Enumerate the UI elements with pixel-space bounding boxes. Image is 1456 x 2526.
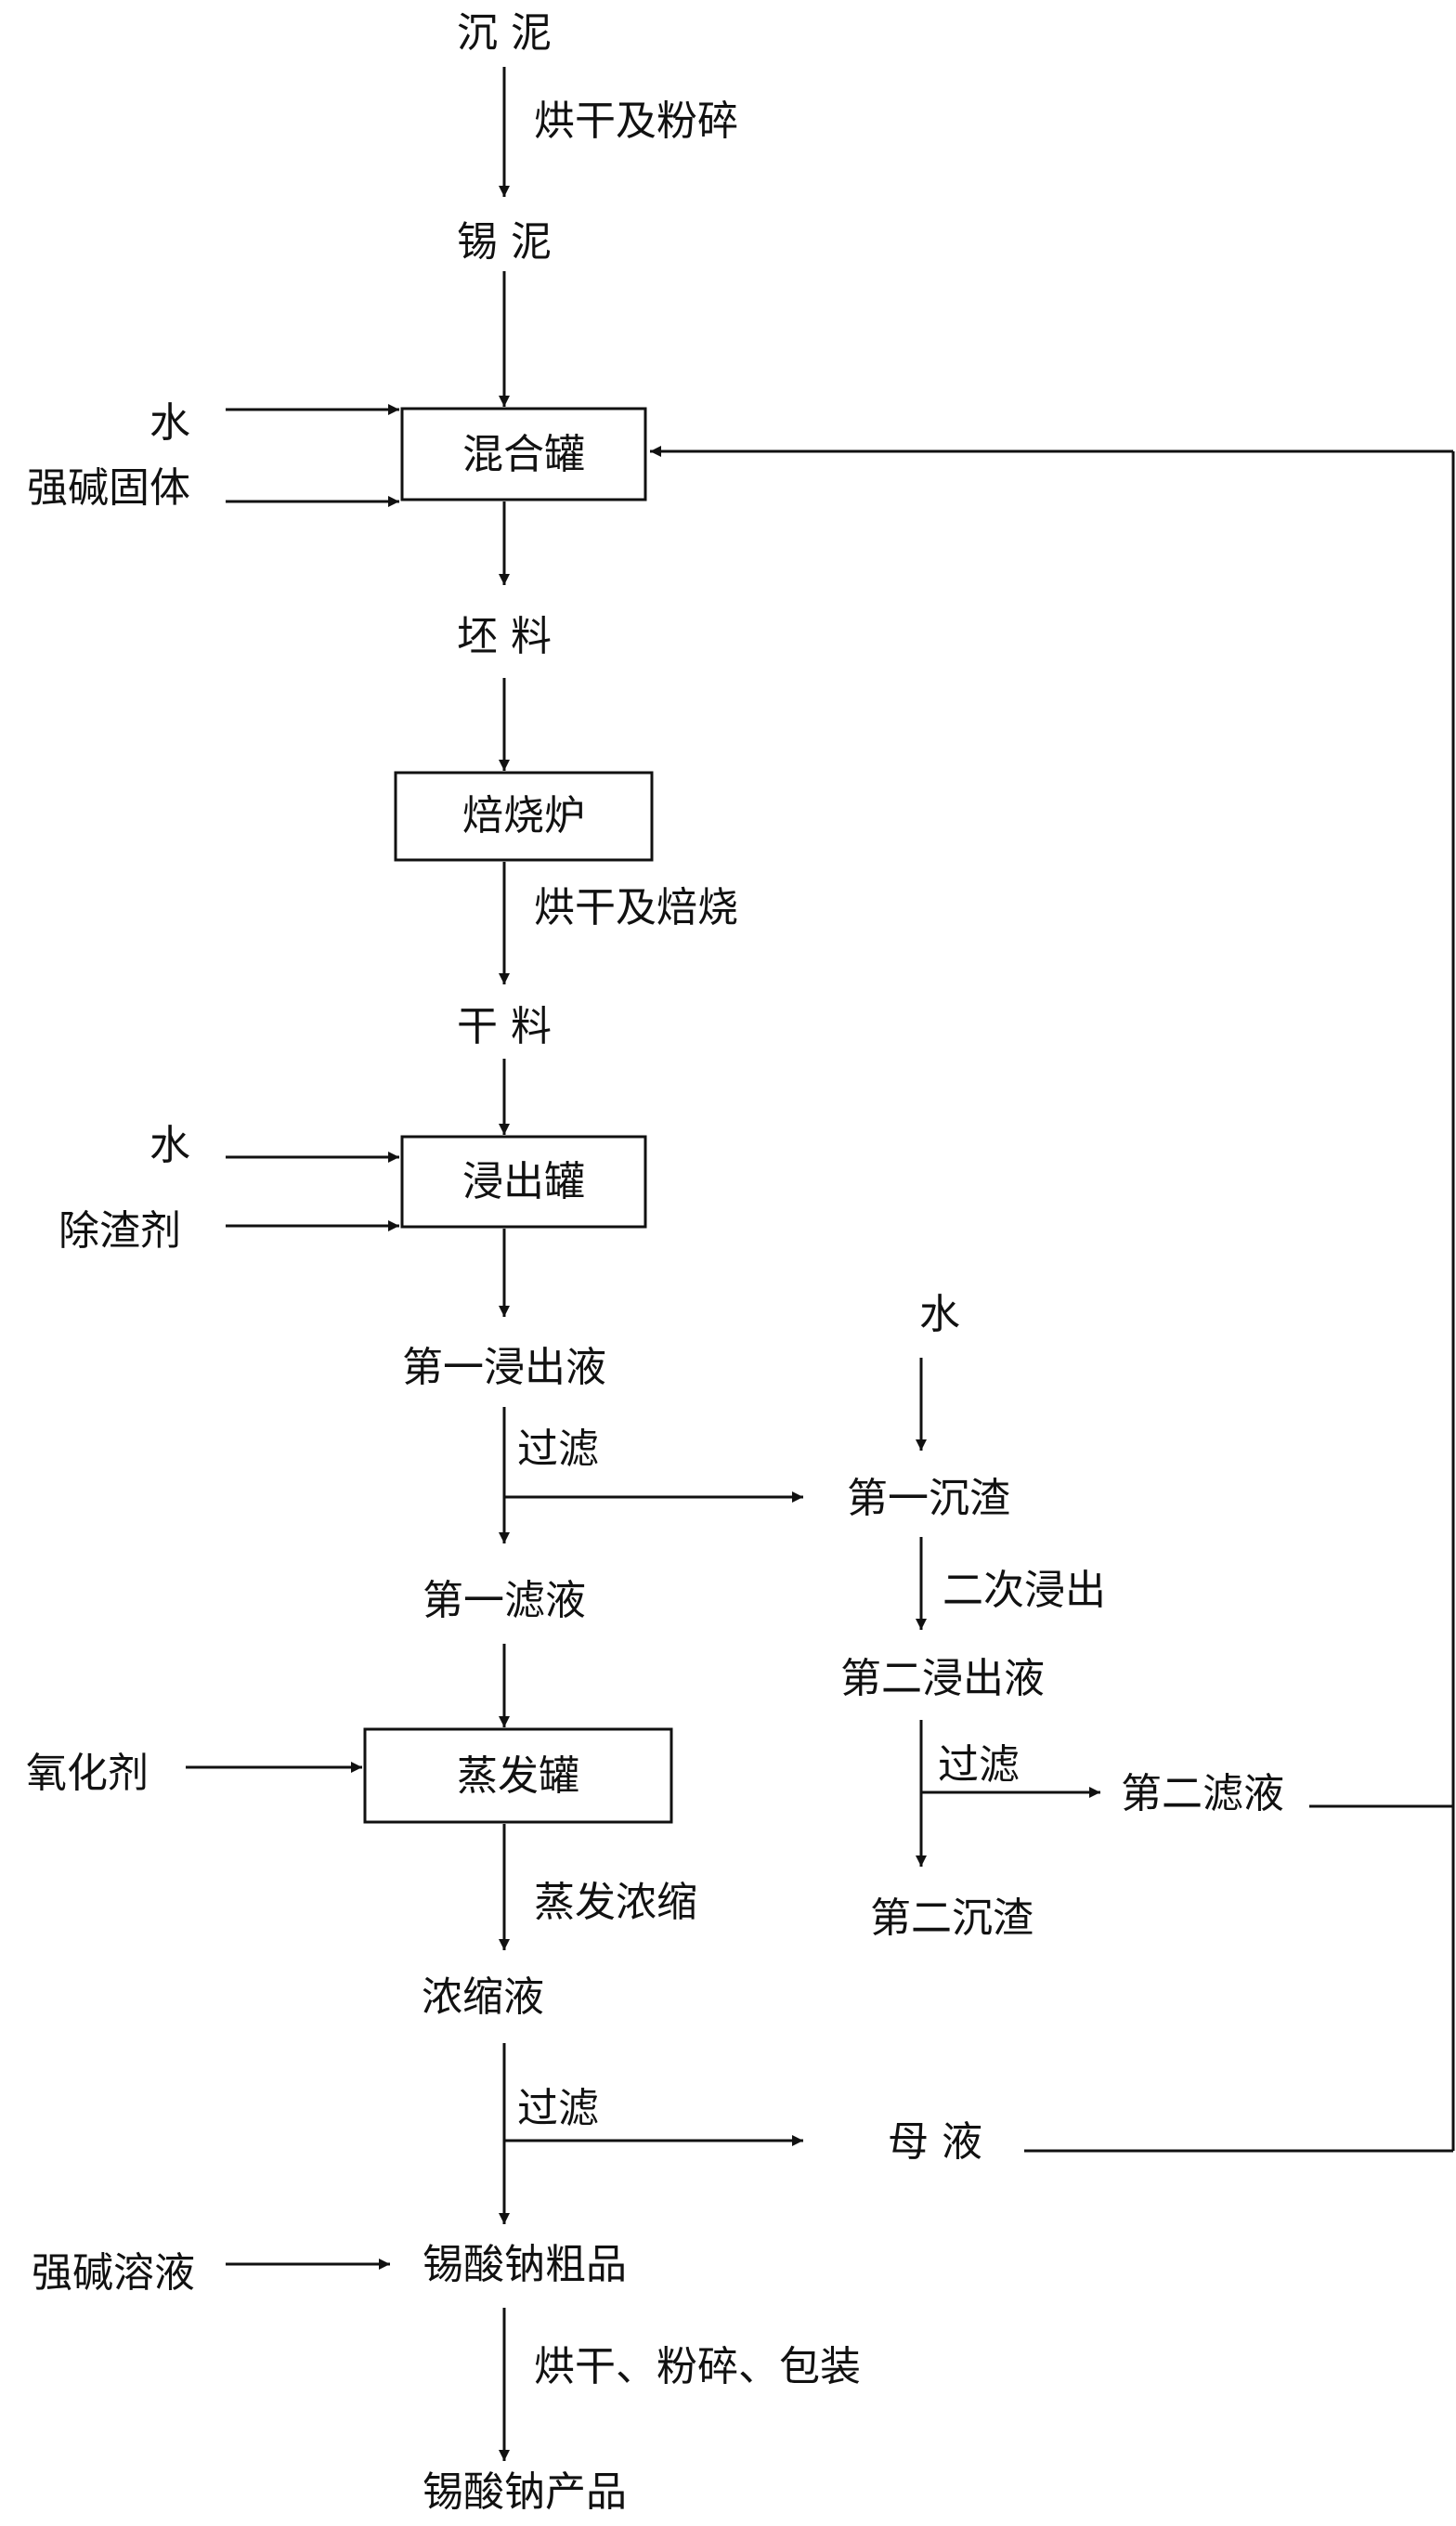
node-second-leachate: 第二浸出液 bbox=[840, 1655, 1045, 1702]
input-water-1: 水 bbox=[150, 399, 190, 447]
roaster-box bbox=[394, 771, 654, 862]
leach-tank-box bbox=[400, 1135, 647, 1229]
node-final-product: 锡酸钠产品 bbox=[422, 2468, 627, 2516]
mix-tank-box bbox=[400, 407, 647, 501]
node-leach-tank: 浸出罐 bbox=[462, 1158, 585, 1205]
node-sludge: 沉 泥 bbox=[457, 9, 552, 57]
node-crude-product: 锡酸钠粗品 bbox=[422, 2241, 627, 2288]
step-filter-3: 过滤 bbox=[517, 2085, 599, 2132]
step-finish: 烘干、粉碎、包装 bbox=[534, 2343, 861, 2390]
node-first-leachate: 第一浸出液 bbox=[402, 1344, 606, 1391]
node-second-residue: 第二沉渣 bbox=[870, 1894, 1034, 1942]
node-tin-sludge: 锡 泥 bbox=[457, 218, 552, 266]
node-first-filtrate: 第一滤液 bbox=[422, 1577, 586, 1624]
node-second-filtrate: 第二滤液 bbox=[1121, 1770, 1284, 1817]
step-second-leach: 二次浸出 bbox=[942, 1567, 1106, 1614]
evaporator-box bbox=[363, 1727, 673, 1824]
node-mix-tank: 混合罐 bbox=[462, 431, 585, 478]
input-water-2: 水 bbox=[150, 1122, 190, 1169]
step-filter-1: 过滤 bbox=[517, 1426, 599, 1473]
node-concentrate: 浓缩液 bbox=[422, 1973, 544, 2021]
node-evaporator: 蒸发罐 bbox=[457, 1752, 579, 1800]
input-water-3: 水 bbox=[919, 1291, 960, 1338]
step-filter-2: 过滤 bbox=[938, 1741, 1020, 1789]
node-mother-liquor: 母 液 bbox=[888, 2118, 982, 2166]
step-dry-and-roast: 烘干及焙烧 bbox=[534, 884, 738, 931]
node-green-material: 坯 料 bbox=[457, 613, 552, 660]
input-slag-remover: 除渣剂 bbox=[58, 1207, 181, 1255]
input-strong-base-solid: 强碱固体 bbox=[27, 464, 190, 512]
input-strong-base-solution: 强碱溶液 bbox=[32, 2249, 195, 2297]
input-oxidant: 氧化剂 bbox=[26, 1750, 149, 1797]
node-dry-material: 干 料 bbox=[457, 1003, 552, 1050]
step-evaporate: 蒸发浓缩 bbox=[534, 1879, 697, 1926]
node-roaster: 焙烧炉 bbox=[462, 792, 585, 840]
step-dry-and-crush: 烘干及粉碎 bbox=[534, 98, 738, 145]
node-first-residue: 第一沉渣 bbox=[847, 1475, 1010, 1522]
